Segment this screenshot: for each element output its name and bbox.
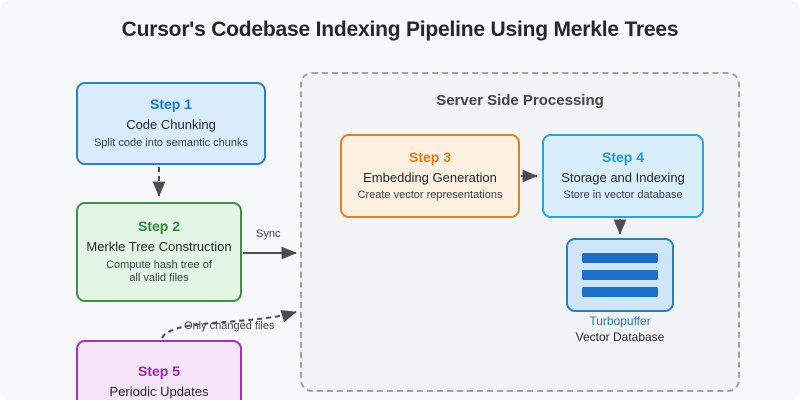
step-1-description: Split code into semantic chunks	[93, 136, 249, 149]
node-step-1[interactable]: Step 1 Code Chunking Split code into sem…	[76, 82, 266, 165]
database-bars-icon[interactable]	[566, 238, 674, 312]
database-bar	[582, 287, 658, 297]
step-1-label: Step 1	[149, 96, 192, 113]
page-title: Cursor's Codebase Indexing Pipeline Usin…	[121, 18, 679, 41]
database-caption: Turbopuffer Vector Database	[540, 314, 700, 345]
server-side-processing-group: Server Side Processing	[300, 72, 740, 392]
node-step-2[interactable]: Step 2 Merkle Tree Construction Compute …	[76, 202, 242, 302]
database-name: Turbopuffer	[589, 314, 651, 328]
step-2-description: Compute hash tree of all valid files	[106, 258, 212, 285]
step-5-label: Step 5	[137, 362, 180, 379]
step-2-title: Merkle Tree Construction	[86, 239, 232, 254]
step-1-title: Code Chunking	[126, 117, 216, 133]
database-bar	[582, 270, 658, 280]
step-4-title: Storage and Indexing	[561, 169, 685, 185]
server-group-label: Server Side Processing	[436, 92, 604, 109]
database-subtitle: Vector Database	[575, 329, 665, 344]
edge-label-sync: Sync	[256, 228, 281, 240]
step-3-title: Embedding Generation	[363, 169, 497, 185]
step-3-description: Create vector representations	[357, 189, 503, 202]
step-4-description: Store in vector database	[563, 189, 683, 202]
node-step-5[interactable]: Step 5 Periodic Updates	[76, 340, 242, 400]
step-3-label: Step 3	[408, 148, 451, 165]
database-bar	[582, 253, 658, 263]
node-step-4[interactable]: Step 4 Storage and Indexing Store in vec…	[542, 134, 704, 218]
node-step-3[interactable]: Step 3 Embedding Generation Create vecto…	[340, 134, 520, 218]
step-4-label: Step 4	[601, 148, 644, 165]
step-5-title: Periodic Updates	[109, 383, 209, 399]
edge-label-only-changed-files: Only changed files	[184, 320, 275, 332]
step-2-label: Step 2	[137, 217, 180, 234]
